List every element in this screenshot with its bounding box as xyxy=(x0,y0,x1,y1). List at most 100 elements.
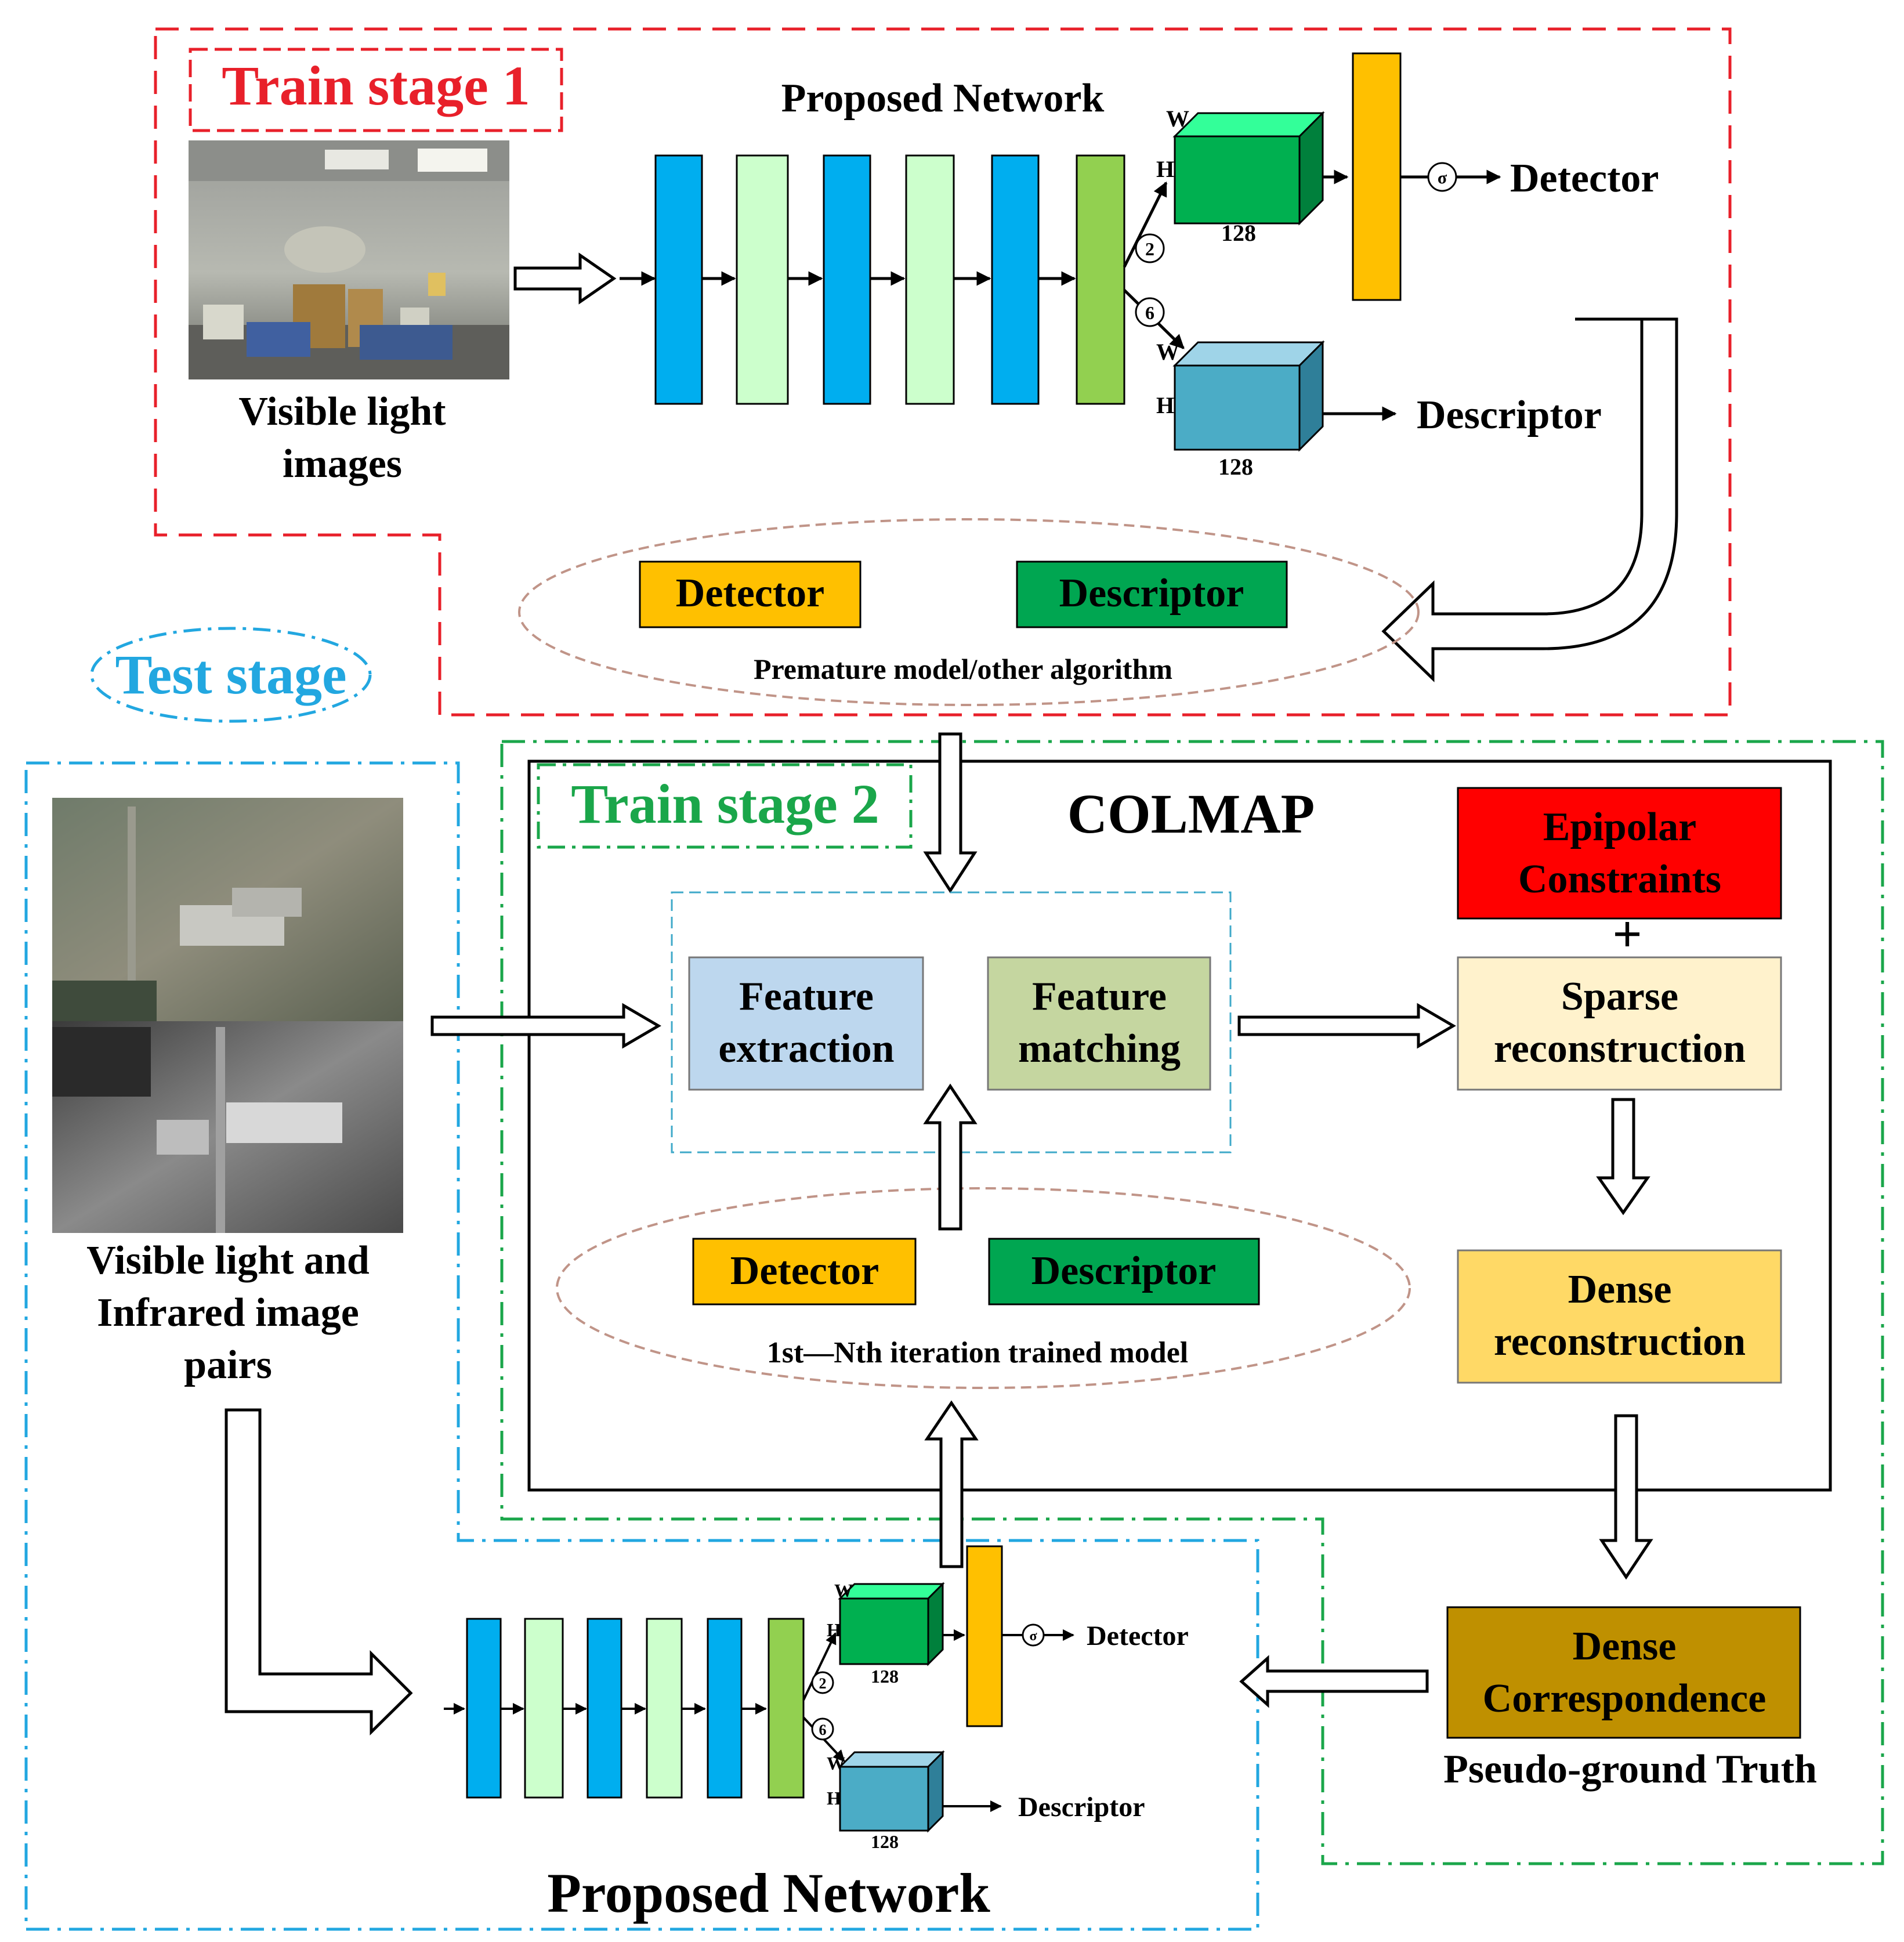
iteration-model-ellipse xyxy=(556,1187,1411,1389)
feature-extraction-box[interactable] xyxy=(688,956,924,1091)
stage1-curved-hollow-arrow xyxy=(1381,317,1678,682)
train-stage1-label-box xyxy=(189,48,563,132)
test-caption-line1: Visible light and xyxy=(86,1238,370,1283)
test-op-bottom: 6 xyxy=(819,1722,827,1738)
test-network xyxy=(444,1618,805,1799)
stage1-conv-layer-3 xyxy=(823,154,871,405)
stage1-cube-top-h: H xyxy=(1156,156,1174,182)
test-op-top: 2 xyxy=(819,1675,827,1692)
test-conv-layer-5 xyxy=(707,1618,743,1799)
test-sigma: σ xyxy=(1029,1629,1037,1644)
test-to-feature-hollow-arrow xyxy=(430,1003,661,1049)
test-cube-bottom-w: W xyxy=(827,1753,845,1774)
premature-descriptor-label: Descriptor xyxy=(1059,571,1244,616)
train-stage1-label: Train stage 1 xyxy=(222,55,530,117)
test-cube-top-w: W xyxy=(834,1580,853,1601)
test-conv-layer-6 xyxy=(768,1618,805,1799)
pseudo-ground-truth-caption: Pseudo-ground Truth xyxy=(1443,1747,1817,1792)
dense-to-correspondence-hollow-arrow xyxy=(1599,1414,1653,1580)
train-stage2-label-box xyxy=(537,763,913,849)
stage1-op-bottom: 6 xyxy=(1145,302,1154,323)
premature-to-feature-hollow-arrow xyxy=(923,732,978,894)
premature-descriptor-box xyxy=(1016,560,1288,628)
test-conv-layer-4 xyxy=(646,1618,683,1799)
test-caption-line2: Infrared image xyxy=(97,1290,359,1335)
premature-detector-label: Detector xyxy=(676,571,824,616)
train-stage2-border xyxy=(500,740,1884,1865)
dense-line2: reconstruction xyxy=(1494,1319,1746,1364)
test-op-bottom-icon xyxy=(811,1717,834,1741)
stage1-cube-top-128: 128 xyxy=(1221,220,1256,246)
stage1-descriptor-cube xyxy=(1172,340,1325,452)
feature-extraction-line2: extraction xyxy=(718,1026,894,1071)
stage1-conv-layer-4 xyxy=(905,154,955,405)
test-to-network-hollow-arrow xyxy=(225,1408,413,1735)
sparse-line1: Sparse xyxy=(1561,974,1678,1019)
stage1-network-title: Proposed Network xyxy=(781,76,1105,121)
epipolar-line2: Constraints xyxy=(1518,857,1721,902)
test-cube-top-h: H xyxy=(827,1619,841,1640)
test-conv-layer-1 xyxy=(466,1618,502,1799)
correspondence-line1: Dense xyxy=(1573,1624,1677,1669)
stage1-input-caption-line1: Visible light xyxy=(238,389,446,434)
test-detector-head xyxy=(966,1545,1003,1727)
premature-model-caption: Premature model/other algorithm xyxy=(754,653,1172,685)
stage1-detector-cube xyxy=(1172,111,1325,226)
iteration-to-feature-hollow-arrow xyxy=(923,1083,978,1231)
test-stage-label: Test stage xyxy=(115,643,346,706)
feature-matching-box[interactable] xyxy=(987,956,1211,1091)
train-stage1-border xyxy=(154,27,1732,717)
premature-detector-box xyxy=(639,560,861,628)
test-conv-layer-3 xyxy=(587,1618,622,1799)
iteration-model-caption: 1st—Nth iteration trained model xyxy=(767,1336,1188,1369)
test-stage-label-ellipse xyxy=(90,627,372,723)
epipolar-constraints-box[interactable] xyxy=(1457,787,1782,920)
feature-matching-line1: Feature xyxy=(1032,974,1167,1019)
stage1-cube-bottom-128: 128 xyxy=(1218,454,1253,480)
stage1-detector-head xyxy=(1352,52,1402,301)
feature-matching-line2: matching xyxy=(1018,1026,1181,1071)
stage1-cube-top-w: W xyxy=(1166,106,1189,132)
stage1-conv-layer-2 xyxy=(736,154,789,405)
stage1-op-top-icon xyxy=(1135,233,1165,263)
test-cube-top-128: 128 xyxy=(871,1666,899,1687)
test-detector-output: Detector xyxy=(1087,1621,1189,1651)
sparse-to-dense-hollow-arrow xyxy=(1596,1098,1650,1216)
test-caption-line3: pairs xyxy=(184,1343,272,1387)
stage1-input-hollow-arrow xyxy=(513,252,617,305)
stage1-network xyxy=(620,154,1125,405)
iteration-descriptor-label: Descriptor xyxy=(1031,1249,1217,1293)
feature-extraction-line1: Feature xyxy=(739,974,874,1019)
feature-to-sparse-hollow-arrow xyxy=(1237,1003,1456,1049)
stage1-sigma: σ xyxy=(1438,168,1447,187)
correspondence-line2: Correspondence xyxy=(1483,1676,1767,1721)
test-conv-layer-2 xyxy=(524,1618,564,1799)
train-stage2-label: Train stage 2 xyxy=(571,773,879,835)
stage1-detector-output: Detector xyxy=(1510,156,1659,201)
test-descriptor-cube xyxy=(838,1750,945,1833)
plus-sign: + xyxy=(1612,906,1642,963)
dense-reconstruction-box[interactable] xyxy=(1457,1249,1782,1384)
stage1-conv-layer-6 xyxy=(1076,154,1125,405)
dense-correspondence-box[interactable] xyxy=(1446,1606,1801,1739)
network-to-iteration-hollow-arrow xyxy=(924,1400,979,1568)
test-cube-bottom-h: H xyxy=(827,1788,841,1809)
visible-infrared-image-pair xyxy=(52,798,403,1233)
dense-line1: Dense xyxy=(1568,1267,1672,1312)
test-detector-cube xyxy=(838,1582,945,1666)
correspondence-to-network-hollow-arrow xyxy=(1239,1655,1429,1708)
test-descriptor-output: Descriptor xyxy=(1018,1792,1145,1822)
colmap-box xyxy=(527,760,1832,1492)
stage1-conv-layer-5 xyxy=(991,154,1040,405)
premature-model-ellipse xyxy=(518,518,1420,706)
colmap-title: COLMAP xyxy=(1067,783,1315,845)
stage1-op-bottom-icon xyxy=(1135,297,1165,327)
test-cube-bottom-128: 128 xyxy=(871,1831,899,1852)
stage1-cube-bottom-h: H xyxy=(1156,392,1174,418)
iteration-descriptor-box xyxy=(988,1238,1260,1305)
stage1-cube-bottom-w: W xyxy=(1156,339,1179,365)
test-op-top-icon xyxy=(811,1671,834,1694)
sparse-reconstruction-box[interactable] xyxy=(1457,956,1782,1091)
epipolar-line1: Epipolar xyxy=(1543,805,1697,849)
visible-light-office-image xyxy=(189,140,509,379)
